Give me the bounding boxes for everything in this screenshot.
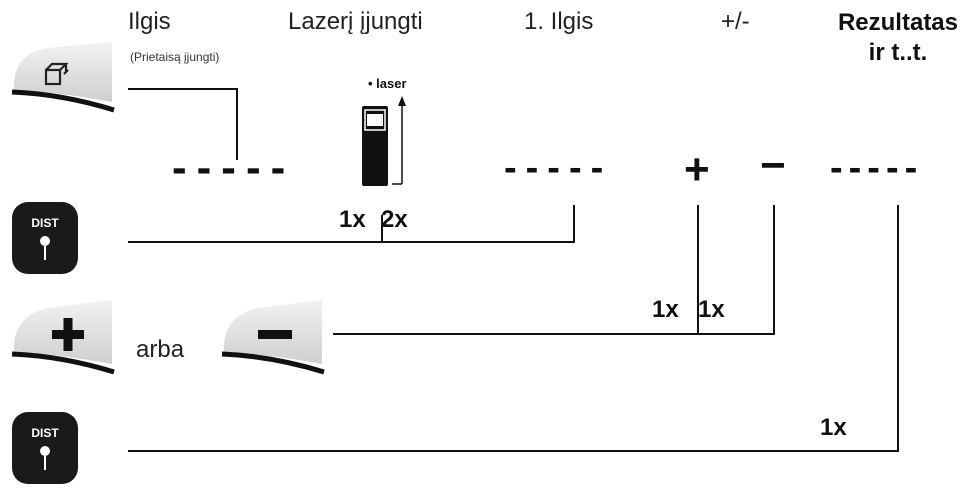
label-pm-1x-b: 1x [698, 296, 725, 323]
header-ilgis: Ilgis [128, 8, 171, 35]
label-pm-1x-a: 1x [652, 296, 679, 323]
label-result-1x: 1x [820, 414, 847, 441]
laser-label-text: laser [376, 76, 407, 91]
header-rezultatas-line2: ir t..t. [868, 39, 928, 66]
plus-key-icon[interactable] [8, 296, 120, 382]
display-dashes-2: ----- [504, 147, 613, 189]
dist-key-text: DIST [31, 216, 59, 230]
header-first-ilgis: 1. Ilgis [524, 8, 594, 35]
header-lazeri: Lazerį įjungti [288, 8, 423, 35]
display-dashes-3: ----- [830, 147, 924, 189]
label-dist-2x: 2x [381, 206, 408, 233]
header-rezultatas: Rezultatas ir t..t. [818, 8, 978, 68]
display-minus-sign: − [760, 141, 786, 190]
display-plus-sign: + [684, 145, 710, 194]
dist-key-icon[interactable]: DIST [12, 202, 78, 274]
dist-key-text-2: DIST [31, 426, 59, 440]
label-arba: arba [136, 336, 185, 363]
minus-key-icon[interactable] [218, 296, 330, 382]
header-ilgis-sub: (Prietaisą įjungti) [130, 50, 220, 64]
header-rezultatas-line1: Rezultatas [837, 9, 959, 36]
label-dist-1x: 1x [339, 206, 366, 233]
line-power-to-length [128, 88, 238, 160]
dist-key-icon-2[interactable]: DIST [12, 412, 78, 484]
display-dashes-1: ----- [172, 143, 296, 192]
header-plus-minus: +/- [721, 8, 750, 35]
dist-target-icon-2 [40, 446, 50, 470]
line-dist-to-result [128, 205, 899, 452]
laser-label: • laser [368, 76, 407, 91]
line-dist-to-first-length [128, 205, 575, 243]
power-measure-key-icon[interactable] [8, 40, 120, 120]
laser-device-icon [362, 96, 406, 186]
dist-target-icon [40, 236, 50, 260]
line-pm-to-minus [333, 205, 775, 335]
